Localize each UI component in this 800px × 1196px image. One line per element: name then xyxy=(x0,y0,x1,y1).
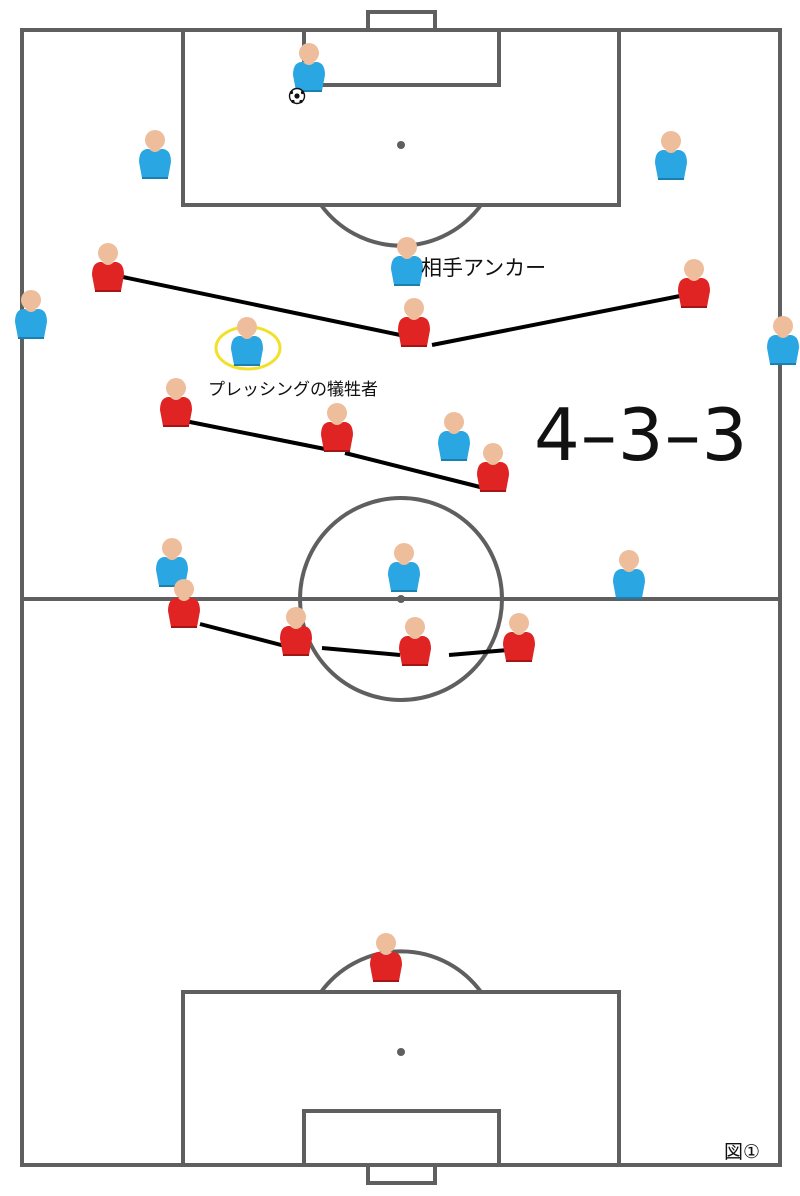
player-red-center-midfielder xyxy=(320,402,354,452)
anchor-label: 相手アンカー xyxy=(421,256,547,280)
link-line xyxy=(117,274,406,338)
formation-label: 4–3–3 xyxy=(534,393,749,477)
bottom-penalty-spot xyxy=(397,1048,405,1056)
pressing-victim-label: プレッシングの犠牲者 xyxy=(208,380,378,400)
player-red-left-forward xyxy=(91,242,125,292)
bottom-penalty-arc xyxy=(319,949,483,994)
player-blue-right-winger xyxy=(766,315,800,365)
soccer-ball-icon xyxy=(288,87,306,105)
link-line xyxy=(184,419,331,452)
link-line xyxy=(431,294,681,347)
player-blue-right-back xyxy=(654,130,688,180)
player-blue-goalkeeper xyxy=(292,42,326,92)
bottom-penalty-area xyxy=(181,990,621,1167)
player-red-right-back xyxy=(502,612,536,662)
player-blue-left-forward xyxy=(155,537,189,587)
link-line xyxy=(199,622,286,648)
player-red-left-midfielder xyxy=(159,377,193,427)
top-penalty-area xyxy=(181,28,621,207)
bottom-goal xyxy=(366,1163,437,1185)
player-blue-left-winger xyxy=(14,289,48,339)
figure-label: 図① xyxy=(724,1141,761,1163)
top-goal xyxy=(366,10,437,32)
link-line xyxy=(344,451,485,490)
player-red-right-midfielder xyxy=(476,442,510,492)
player-red-right-forward xyxy=(677,258,711,308)
player-red-right-center-back xyxy=(398,616,432,666)
player-red-goalkeeper xyxy=(369,932,403,982)
top-goal-area xyxy=(302,28,501,87)
player-blue-right-forward xyxy=(612,549,646,599)
player-red-left-center-back xyxy=(279,606,313,656)
top-penalty-spot xyxy=(397,141,405,149)
bottom-goal-area xyxy=(302,1109,501,1167)
center-spot xyxy=(397,595,405,603)
player-blue-pressing-victim xyxy=(230,316,264,366)
center-circle xyxy=(298,496,504,702)
link-line xyxy=(448,648,509,657)
link-line xyxy=(321,646,401,657)
player-red-center-forward xyxy=(397,297,431,347)
player-blue-left-back xyxy=(138,129,172,179)
player-blue-right-midfielder xyxy=(437,411,471,461)
player-blue-center-forward xyxy=(387,542,421,592)
